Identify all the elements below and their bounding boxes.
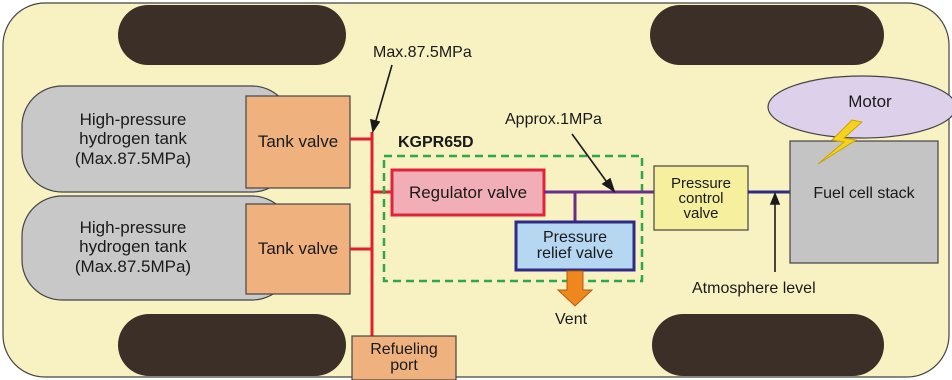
annotation-arrows bbox=[369, 64, 781, 272]
down-arrow-icon bbox=[556, 270, 594, 307]
refueling-port-label: Refueling port bbox=[370, 341, 438, 374]
tank-valve-label-1: Tank valve bbox=[257, 132, 339, 152]
fuel-cell-stack-box bbox=[789, 140, 939, 264]
max-pressure-label: Max.87.5MPa bbox=[373, 44, 472, 61]
tank-label-2: High-pressure hydrogen tank (Max.87.5MPa… bbox=[74, 218, 192, 276]
tire-rear-right bbox=[652, 314, 884, 376]
kgpr65d-boundary bbox=[382, 154, 644, 283]
refueling-port-box bbox=[351, 335, 457, 380]
tire-front-left bbox=[118, 5, 346, 65]
pressure-control-valve-label: Pressure control valve bbox=[670, 174, 732, 222]
motor-label: Motor bbox=[848, 92, 892, 112]
motor-ellipse bbox=[767, 75, 952, 139]
tank-valve-box-2 bbox=[245, 203, 351, 295]
vent-label: Vent bbox=[555, 311, 588, 328]
relief-valve-box bbox=[514, 220, 636, 272]
tire-front-right bbox=[650, 5, 884, 65]
tire-rear-left bbox=[118, 314, 346, 376]
regulator-valve-label: Regulator valve bbox=[408, 182, 528, 202]
high-pressure-line bbox=[350, 132, 392, 336]
tank-label-1: High-pressure hydrogen tank (Max.87.5MPa… bbox=[74, 110, 192, 168]
atmosphere-level-label: Atmosphere level bbox=[692, 280, 816, 297]
pressure-control-valve-box bbox=[653, 165, 749, 231]
relief-valve-label: Pressure relief valve bbox=[536, 229, 614, 262]
fuel-cell-stack-label: Fuel cell stack bbox=[813, 185, 915, 203]
lightning-bolt-icon bbox=[817, 119, 864, 165]
tank-valve-label-2: Tank valve bbox=[257, 239, 339, 259]
approx-pressure-label: Approx.1MPa bbox=[505, 111, 602, 128]
product-name-label: KGPR65D bbox=[398, 134, 474, 151]
tank-valve-box-1 bbox=[245, 95, 351, 189]
low-pressure-line bbox=[544, 190, 654, 222]
